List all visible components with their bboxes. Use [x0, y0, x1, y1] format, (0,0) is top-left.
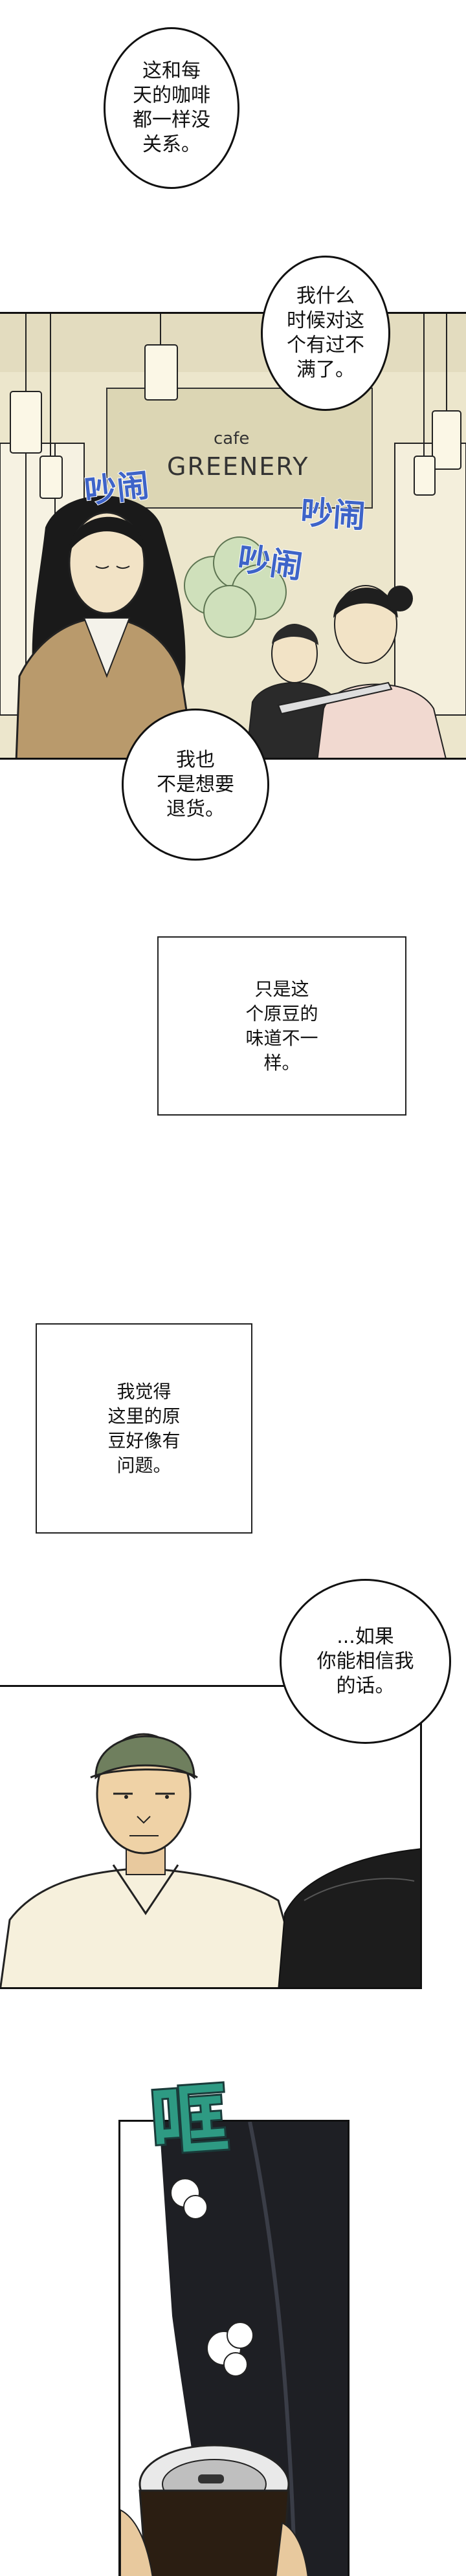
speech-bubble-1-text: 这和每 天的咖啡 都一样没 关系。: [133, 60, 210, 156]
pendant-lamp-1: [144, 314, 178, 401]
cafe-scene-art: [0, 314, 466, 758]
sfx-noise-1: 吵闹: [82, 466, 152, 511]
speech-bubble-3: 我也 不是想要 退货。: [122, 709, 269, 861]
speech-bubble-1: 这和每 天的咖啡 都一样没 关系。: [104, 27, 239, 189]
panel-man-with-cap: [0, 1685, 422, 1989]
sfx-noise-2: 吵闹: [299, 493, 368, 536]
panel-cup-slam: [118, 2120, 350, 2576]
cafe-sign-small-text: cafe: [214, 429, 250, 448]
sfx-noise-3: 吵闹: [235, 539, 305, 586]
sfx-clatter: 哐: [146, 2072, 233, 2171]
woman-in-tan-coat: [15, 496, 195, 758]
cafe-sign-name: GREENERY: [167, 452, 309, 481]
cup-slam-art: [120, 2122, 348, 2576]
caption-box-1-text: 只是这 个原豆的 味道不一 样。: [245, 978, 318, 1073]
speech-bubble-2-text: 我什么 时候对这 个有过不 满了。: [287, 285, 364, 381]
speech-bubble-4: ...如果 你能相信我 的话。: [280, 1579, 451, 1744]
caption-box-2-text: 我觉得 这里的原 豆好像有 问题。: [107, 1380, 181, 1476]
impact-puffs: [170, 2178, 254, 2377]
woman-with-bun: [316, 585, 447, 758]
speech-bubble-3-text: 我也 不是想要 退货。: [157, 748, 234, 820]
caption-box-1: 只是这 个原豆的 味道不一 样。: [157, 936, 406, 1116]
panel-cafe-scene: cafe GREENERY 吵闹 吵闹 吵闹: [0, 312, 466, 760]
pendant-lamp-2: [10, 314, 42, 454]
man-with-cap-art: [0, 1687, 420, 1987]
caption-box-2: 我觉得 这里的原 豆好像有 问题。: [36, 1323, 252, 1534]
potted-plant: [184, 536, 287, 638]
speech-bubble-2: 我什么 时候对这 个有过不 满了。: [261, 256, 390, 411]
speech-bubble-4-text: ...如果 你能相信我 的话。: [316, 1625, 414, 1697]
